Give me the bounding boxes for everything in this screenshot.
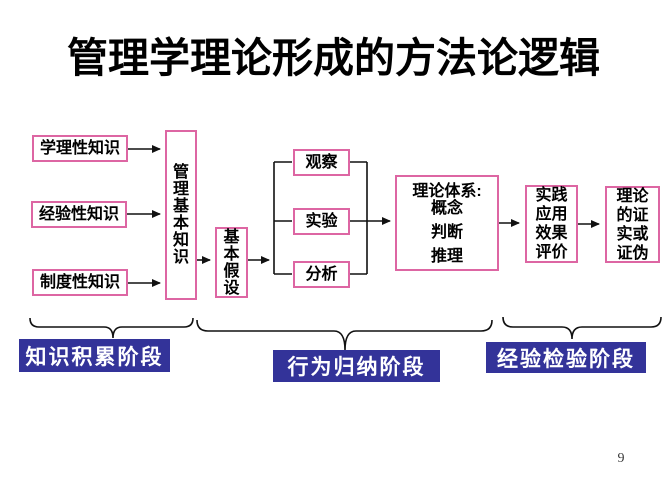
box-institutional-knowledge: 制度性知识	[32, 269, 128, 296]
box-experiment: 实验	[293, 208, 350, 235]
box-empirical-knowledge: 经验性知识	[31, 201, 127, 228]
method-right-bracket	[350, 161, 368, 275]
practice-line-2: 应用	[535, 206, 568, 223]
basic-management-knowledge-text: 管理基本知识	[172, 164, 189, 266]
box-theory-verification: 理论 的证 实或 证伪	[605, 186, 660, 263]
theory-system-inference: 推理	[430, 248, 463, 265]
verification-line-2: 的证	[616, 206, 649, 224]
slide-title: 管理学理论形成的方法论逻辑	[67, 35, 600, 81]
box-practice-evaluation: 实践 应用 效果 评价	[525, 185, 578, 263]
method-left-bracket	[273, 161, 292, 275]
practice-line-1: 实践	[535, 187, 568, 204]
practice-line-3: 效果	[535, 225, 568, 242]
stage1-brace	[29, 317, 194, 339]
box-theoretical-knowledge: 学理性知识	[32, 135, 128, 162]
theory-system-heading: 理论体系:	[412, 183, 482, 200]
page-number: 9	[617, 451, 625, 466]
box-basic-hypothesis: 基本假设	[215, 227, 248, 298]
stage-knowledge-accumulation: 知识积累阶段	[19, 339, 170, 372]
theory-system-judgment: 判断	[430, 224, 463, 241]
box-theory-system: 理论体系: 概念 判断 推理	[395, 175, 499, 271]
box-observation: 观察	[293, 149, 350, 176]
stage2-brace	[196, 319, 493, 351]
box-basic-management-knowledge: 管理基本知识	[165, 130, 197, 300]
basic-hypothesis-text: 基本假设	[223, 228, 240, 297]
practice-line-4: 评价	[535, 244, 568, 261]
verification-line-4: 证伪	[616, 244, 649, 262]
box-analysis: 分析	[293, 261, 350, 288]
verification-line-1: 理论	[616, 187, 649, 205]
stage3-brace	[502, 316, 662, 340]
verification-line-3: 实或	[616, 225, 649, 243]
stage-experience-verification: 经验检验阶段	[486, 342, 646, 373]
stage-behavior-induction: 行为归纳阶段	[273, 350, 440, 382]
theory-system-concept: 概念	[430, 200, 463, 217]
